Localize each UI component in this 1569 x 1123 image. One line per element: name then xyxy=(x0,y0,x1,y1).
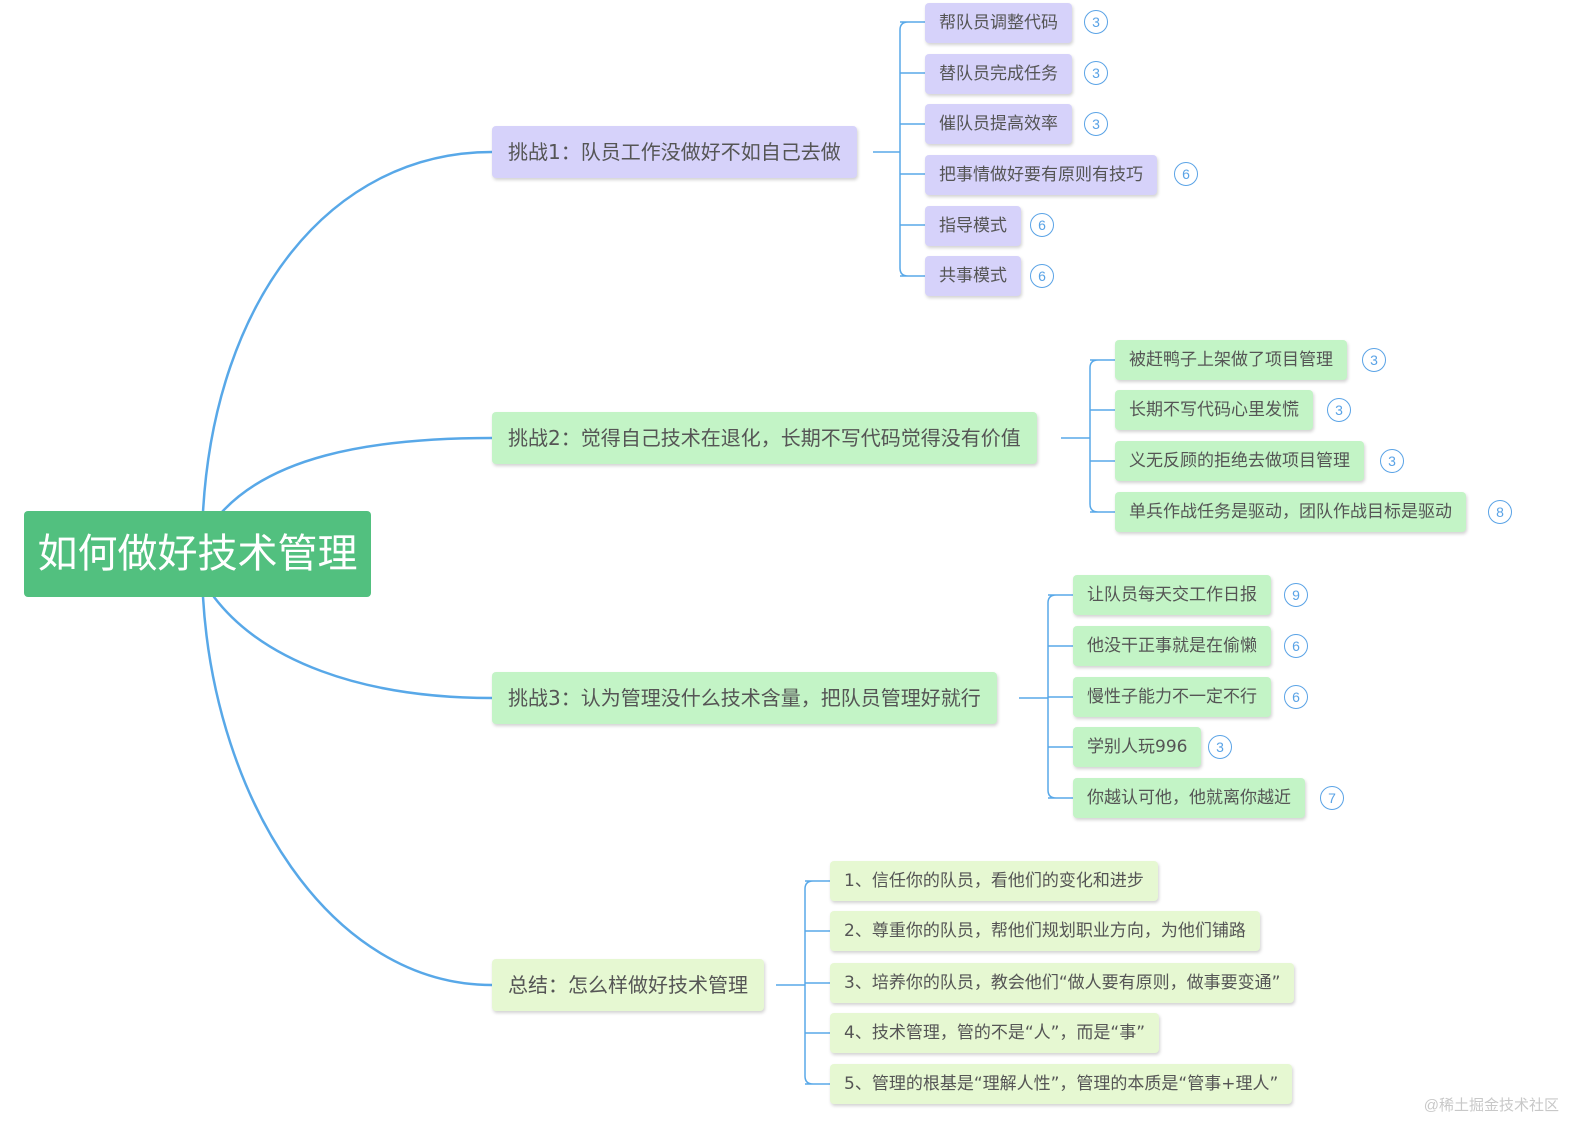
leaf-b3-3[interactable]: 慢性子能力不一定不行 xyxy=(1073,677,1271,717)
leaf-b1-5[interactable]: 指导模式 xyxy=(925,206,1021,246)
leaf-b2-3[interactable]: 义无反顾的拒绝去做项目管理 xyxy=(1115,441,1364,481)
count-badge[interactable]: 3 xyxy=(1327,398,1351,422)
count-badge[interactable]: 6 xyxy=(1030,264,1054,288)
leaf-b3-1[interactable]: 让队员每天交工作日报 xyxy=(1073,575,1271,615)
branch-challenge-3[interactable]: 挑战3：认为管理没什么技术含量，把队员管理好就行 xyxy=(492,672,997,724)
leaf-b4-3[interactable]: 3、培养你的队员，教会他们“做人要有原则，做事要变通” xyxy=(830,963,1295,1003)
count-badge[interactable]: 6 xyxy=(1030,213,1054,237)
link-root-branch3 xyxy=(212,595,494,700)
count-badge[interactable]: 6 xyxy=(1284,685,1308,709)
bracket-branch3 xyxy=(1019,594,1073,799)
branch-summary[interactable]: 总结：怎么样做好技术管理 xyxy=(492,959,764,1011)
leaf-b3-4[interactable]: 学别人玩996 xyxy=(1073,727,1202,767)
branch-challenge-2[interactable]: 挑战2：觉得自己技术在退化，长期不写代码觉得没有价值 xyxy=(492,412,1037,464)
count-badge[interactable]: 9 xyxy=(1284,583,1308,607)
link-root-branch2 xyxy=(220,436,494,514)
leaf-b1-6[interactable]: 共事模式 xyxy=(925,256,1021,296)
bracket-branch4 xyxy=(776,880,830,1085)
leaf-b1-1[interactable]: 帮队员调整代码 xyxy=(925,3,1072,43)
leaf-b1-3[interactable]: 催队员提高效率 xyxy=(925,104,1072,144)
watermark: @稀土掘金技术社区 xyxy=(1423,1097,1559,1114)
leaf-b1-4[interactable]: 把事情做好要有原则有技巧 xyxy=(925,155,1157,195)
count-badge[interactable]: 3 xyxy=(1362,348,1386,372)
count-badge[interactable]: 8 xyxy=(1488,500,1512,524)
branch-challenge-1[interactable]: 挑战1：队员工作没做好不如自己去做 xyxy=(492,126,857,178)
leaf-b3-2[interactable]: 他没干正事就是在偷懒 xyxy=(1073,626,1271,666)
link-root-branch4 xyxy=(201,595,494,987)
leaf-b1-2[interactable]: 替队员完成任务 xyxy=(925,54,1072,94)
count-badge[interactable]: 3 xyxy=(1084,10,1108,34)
bracket-branch1 xyxy=(873,21,925,277)
leaf-b4-4[interactable]: 4、技术管理，管的不是“人”，而是“事” xyxy=(830,1013,1160,1053)
count-badge[interactable]: 3 xyxy=(1208,735,1232,759)
leaf-b2-2[interactable]: 长期不写代码心里发慌 xyxy=(1115,390,1313,430)
count-badge[interactable]: 6 xyxy=(1174,162,1198,186)
leaf-b4-1[interactable]: 1、信任你的队员，看他们的变化和进步 xyxy=(830,861,1158,901)
count-badge[interactable]: 3 xyxy=(1084,112,1108,136)
count-badge[interactable]: 6 xyxy=(1284,634,1308,658)
count-badge[interactable]: 7 xyxy=(1320,786,1344,810)
count-badge[interactable]: 3 xyxy=(1084,61,1108,85)
bracket-branch2 xyxy=(1061,359,1115,513)
leaf-b2-1[interactable]: 被赶鸭子上架做了项目管理 xyxy=(1115,340,1347,380)
leaf-b4-2[interactable]: 2、尊重你的队员，帮他们规划职业方向，为他们铺路 xyxy=(830,911,1260,951)
count-badge[interactable]: 3 xyxy=(1380,449,1404,473)
leaf-b4-5[interactable]: 5、管理的根基是“理解人性”，管理的本质是“管事+理人” xyxy=(830,1064,1293,1104)
root-topic[interactable]: 如何做好技术管理 xyxy=(24,511,371,597)
leaf-b2-4[interactable]: 单兵作战任务是驱动，团队作战目标是驱动 xyxy=(1115,492,1466,532)
link-root-branch1 xyxy=(201,150,494,514)
leaf-b3-5[interactable]: 你越认可他，他就离你越近 xyxy=(1073,778,1305,818)
